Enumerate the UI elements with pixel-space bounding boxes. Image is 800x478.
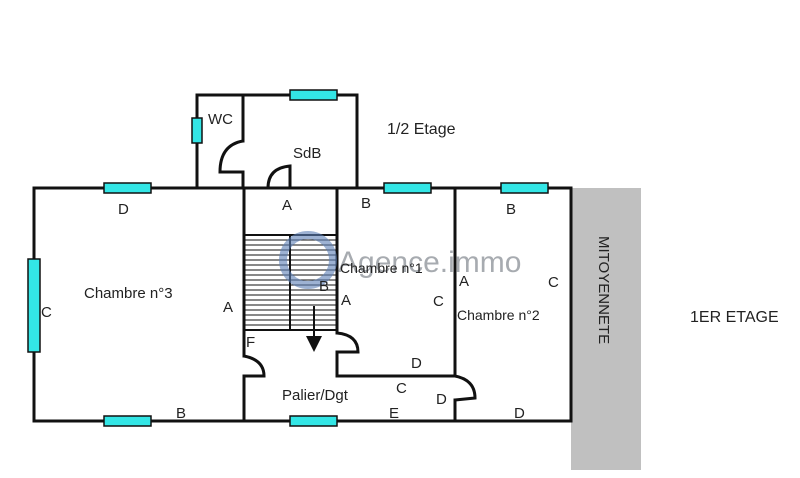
window-chambre2 bbox=[500, 182, 549, 194]
windows bbox=[27, 89, 549, 427]
window-chambre3-left bbox=[27, 258, 41, 353]
wall-label: B bbox=[176, 405, 186, 422]
wall-label: D bbox=[411, 355, 422, 372]
wall-label: D bbox=[436, 391, 447, 408]
wall-label: F bbox=[246, 334, 255, 351]
floor-label: 1ER ETAGE bbox=[690, 309, 779, 326]
chambre3-door bbox=[243, 354, 266, 378]
wall-label: A bbox=[282, 197, 292, 214]
window-sdb bbox=[289, 89, 338, 101]
chambre2-door bbox=[454, 374, 477, 402]
watermark-logo-icon bbox=[279, 231, 337, 289]
room-label-chambre3: Chambre n°3 bbox=[84, 285, 173, 302]
wall-label: E bbox=[389, 405, 399, 422]
wall-label: B bbox=[361, 195, 371, 212]
window-palier bbox=[289, 415, 338, 427]
room-label-palier: Palier/Dgt bbox=[282, 387, 349, 404]
wall-label: B bbox=[506, 201, 516, 218]
half-floor-label: 1/2 Etage bbox=[387, 121, 456, 138]
wall-label: B bbox=[319, 278, 329, 295]
stair-direction-arrow-icon bbox=[306, 336, 322, 352]
doors bbox=[218, 139, 477, 402]
chambre1-door bbox=[336, 331, 360, 354]
watermark: Agence.immo bbox=[279, 231, 521, 289]
window-wc bbox=[191, 117, 203, 144]
wall-label: C bbox=[548, 274, 559, 291]
wall-label: D bbox=[514, 405, 525, 422]
wall-label: C bbox=[41, 304, 52, 321]
party-wall-label: MITOYENNETE bbox=[595, 236, 612, 344]
wall-label: A bbox=[341, 292, 351, 309]
room-label-sdb: SdB bbox=[293, 145, 321, 162]
room-label-chambre1: Chambre n°1 bbox=[340, 260, 423, 276]
watermark-text: Agence.immo bbox=[338, 246, 521, 279]
sdb-door bbox=[266, 164, 292, 189]
party-wall bbox=[571, 188, 641, 470]
wall-label: C bbox=[396, 380, 407, 397]
wc-door bbox=[218, 139, 244, 174]
wall-label: A bbox=[223, 299, 233, 316]
window-chambre1 bbox=[383, 182, 432, 194]
staircase bbox=[243, 234, 338, 338]
room-label-wc: WC bbox=[208, 111, 233, 128]
window-chambre3-bottom bbox=[103, 415, 152, 427]
wall-label: D bbox=[118, 201, 129, 218]
room-label-chambre2: Chambre n°2 bbox=[457, 307, 540, 323]
window-chambre3-top bbox=[103, 182, 152, 194]
wall-label: A bbox=[459, 273, 469, 290]
wall-label: C bbox=[433, 293, 444, 310]
